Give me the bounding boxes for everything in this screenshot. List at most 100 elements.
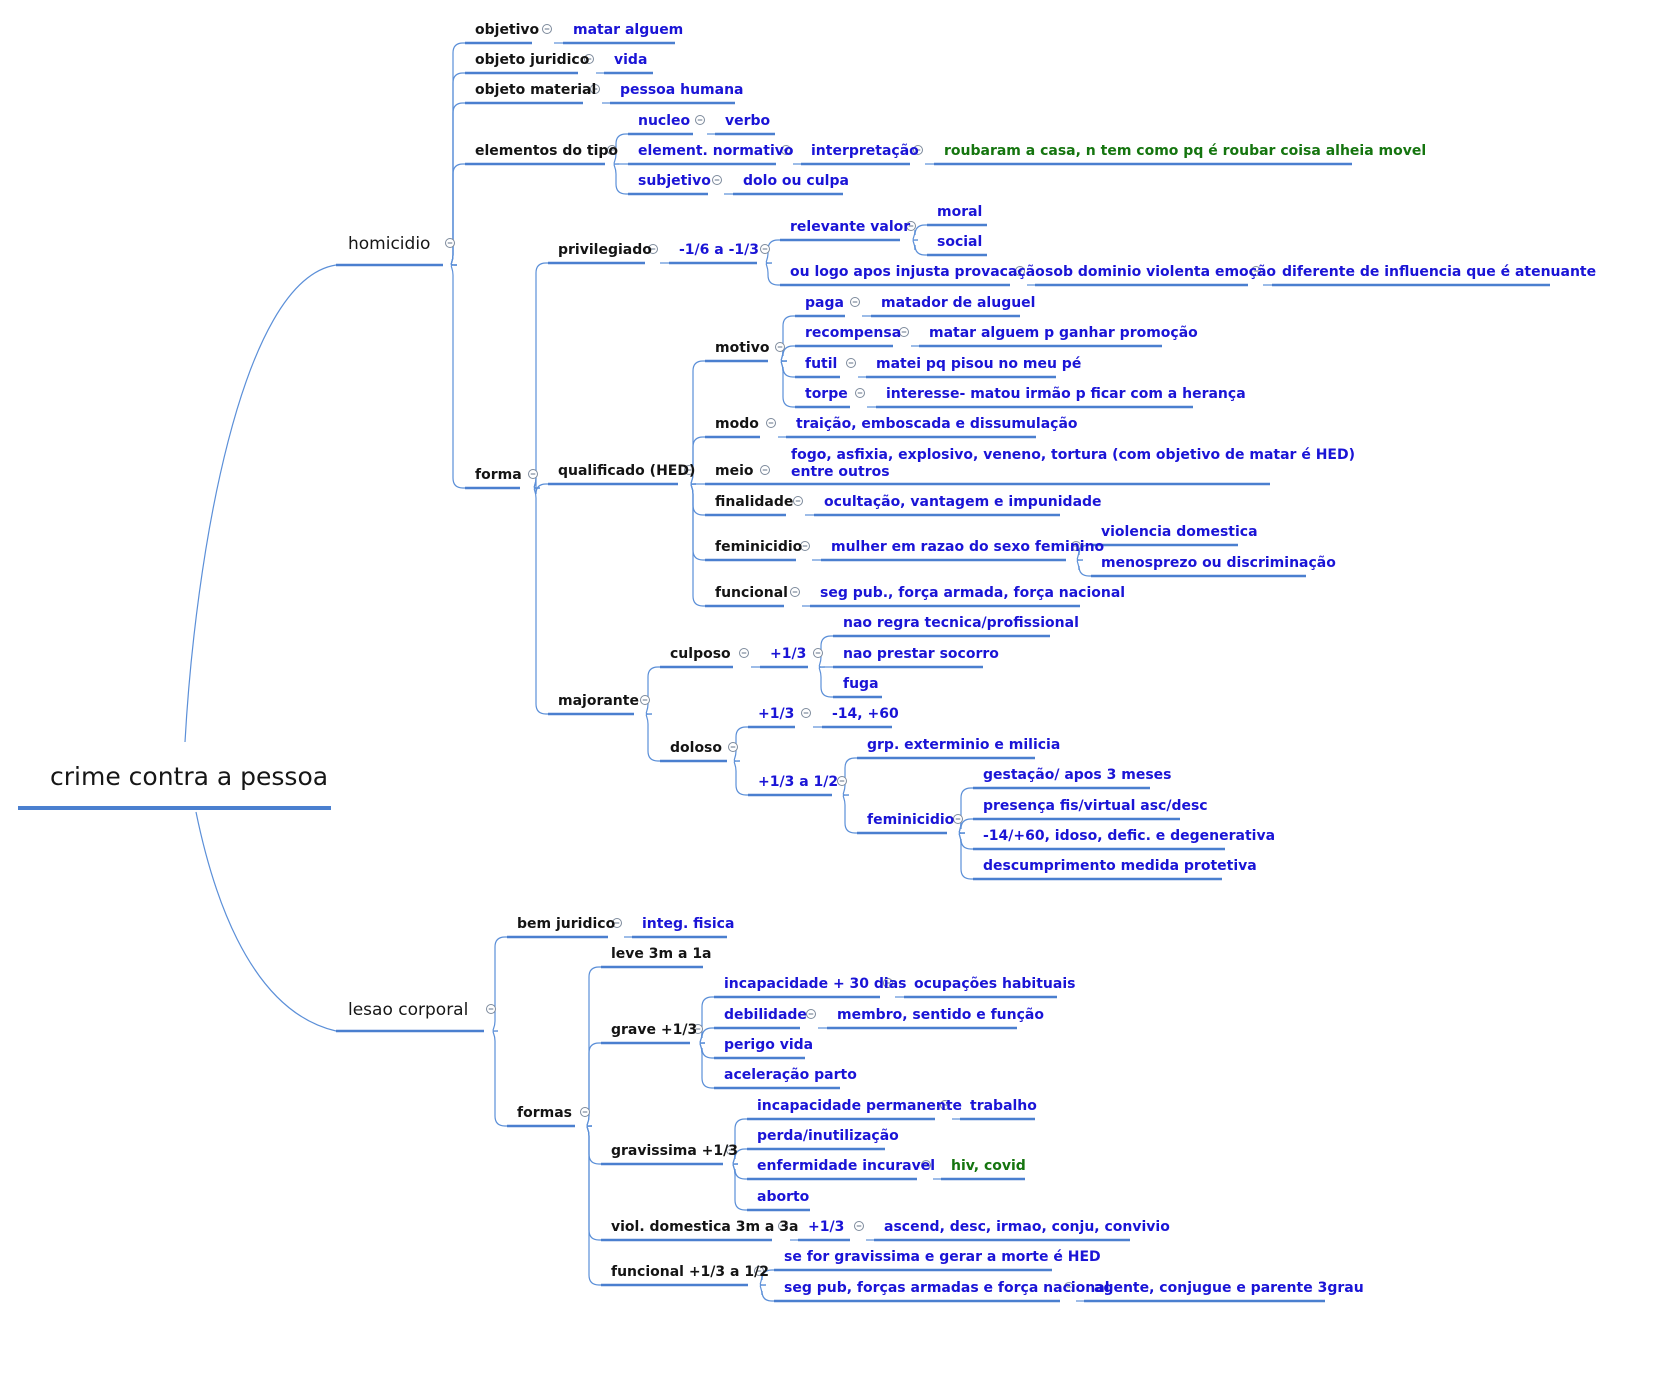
node-descumprimento[interactable]: descumprimento medida protetiva bbox=[983, 858, 1257, 874]
node-doloso-mais2[interactable]: +1/3 a 1/2 bbox=[758, 774, 838, 790]
collapse-toggle-icon[interactable] bbox=[899, 327, 909, 337]
node-matar-promocao[interactable]: matar alguem p ganhar promoção bbox=[929, 325, 1198, 341]
node-moral[interactable]: moral bbox=[937, 204, 982, 220]
node-idade[interactable]: -14, +60 bbox=[832, 706, 899, 722]
node-modo[interactable]: modo bbox=[715, 416, 759, 432]
node-dolo-culpa[interactable]: dolo ou culpa bbox=[743, 173, 849, 189]
node-verbo[interactable]: verbo bbox=[725, 113, 771, 129]
node-lesao-corporal[interactable]: lesao corporal bbox=[348, 1000, 468, 1020]
node-elementos-tipo[interactable]: elementos do tipo bbox=[475, 143, 618, 159]
node-enfermidade[interactable]: enfermidade incuravel bbox=[757, 1158, 935, 1174]
node-motivo[interactable]: motivo bbox=[715, 340, 770, 356]
collapse-toggle-icon[interactable] bbox=[953, 814, 963, 824]
node-vd-mais[interactable]: +1/3 bbox=[808, 1219, 844, 1235]
collapse-toggle-icon[interactable] bbox=[528, 469, 538, 479]
collapse-toggle-icon[interactable] bbox=[486, 1004, 496, 1014]
collapse-toggle-icon[interactable] bbox=[726, 1145, 736, 1155]
node-ou-logo-apos[interactable]: ou logo apos injusta provacação bbox=[790, 264, 1045, 280]
collapse-toggle-icon[interactable] bbox=[693, 1024, 703, 1034]
node-interpretacao[interactable]: interpretação bbox=[811, 143, 919, 159]
node-ocupacoes[interactable]: ocupações habituais bbox=[914, 976, 1075, 992]
collapse-toggle-icon[interactable] bbox=[793, 496, 803, 506]
node-pessoa-humana[interactable]: pessoa humana bbox=[620, 82, 744, 98]
collapse-toggles[interactable] bbox=[445, 24, 1261, 1292]
collapse-toggle-icon[interactable] bbox=[775, 342, 785, 352]
collapse-toggle-icon[interactable] bbox=[607, 145, 617, 155]
node-culposo-mais[interactable]: +1/3 bbox=[770, 646, 806, 662]
collapse-toggle-icon[interactable] bbox=[801, 708, 811, 718]
node-doloso-mais[interactable]: +1/3 bbox=[758, 706, 794, 722]
node-trabalho[interactable]: trabalho bbox=[970, 1098, 1037, 1114]
node-privilegiado[interactable]: privilegiado bbox=[558, 242, 652, 258]
node-interesse[interactable]: interesse- matou irmão p ficar com a her… bbox=[886, 386, 1246, 402]
node-culposo[interactable]: culposo bbox=[670, 646, 731, 662]
node-objeto-material[interactable]: objeto material bbox=[475, 82, 596, 98]
collapse-toggle-icon[interactable] bbox=[590, 84, 600, 94]
node-futil[interactable]: futil bbox=[805, 356, 837, 372]
collapse-toggle-icon[interactable] bbox=[1071, 541, 1081, 551]
collapse-toggle-icon[interactable] bbox=[813, 648, 823, 658]
node-doloso[interactable]: doloso bbox=[670, 740, 722, 756]
node-gestacao[interactable]: gestação/ apos 3 meses bbox=[983, 767, 1172, 783]
node-aceleracao[interactable]: aceleração parto bbox=[724, 1067, 857, 1083]
collapse-toggle-icon[interactable] bbox=[612, 918, 622, 928]
node-nao-prestar[interactable]: nao prestar socorro bbox=[843, 646, 999, 662]
collapse-toggle-icon[interactable] bbox=[712, 175, 722, 185]
collapse-toggle-icon[interactable] bbox=[580, 1107, 590, 1117]
collapse-toggle-icon[interactable] bbox=[883, 978, 893, 988]
collapse-toggle-icon[interactable] bbox=[850, 297, 860, 307]
collapse-toggle-icon[interactable] bbox=[760, 244, 770, 254]
node-leve[interactable]: leve 3m a 1a bbox=[611, 946, 712, 962]
collapse-toggle-icon[interactable] bbox=[1064, 1282, 1074, 1292]
node-diferente-influencia[interactable]: diferente de influencia que é atenuante bbox=[1282, 264, 1596, 280]
collapse-toggle-icon[interactable] bbox=[906, 221, 916, 231]
node-priv-fracao[interactable]: -1/6 a -1/3 bbox=[679, 242, 759, 258]
node-funcional[interactable]: funcional bbox=[715, 585, 788, 601]
node-menor14[interactable]: -14/+60, idoso, defic. e degenerativa bbox=[983, 828, 1275, 844]
node-meio-text-line2[interactable]: entre outros bbox=[791, 464, 890, 480]
collapse-toggle-icon[interactable] bbox=[800, 541, 810, 551]
node-integ-fisica[interactable]: integ. fisica bbox=[642, 916, 734, 932]
node-menosprezo[interactable]: menosprezo ou discriminação bbox=[1101, 555, 1336, 571]
node-meio-text-line1[interactable]: fogo, asfixia, explosivo, veneno, tortur… bbox=[791, 447, 1355, 463]
node-objeto-juridico[interactable]: objeto juridico bbox=[475, 52, 590, 68]
node-element-normativo[interactable]: element. normativo bbox=[638, 143, 794, 159]
node-perigo-vida[interactable]: perigo vida bbox=[724, 1037, 813, 1053]
node-presenca[interactable]: presença fis/virtual asc/desc bbox=[983, 798, 1208, 814]
collapse-toggle-icon[interactable] bbox=[695, 115, 705, 125]
collapse-toggle-icon[interactable] bbox=[854, 1221, 864, 1231]
node-incapacidade30[interactable]: incapacidade + 30 dias bbox=[724, 976, 907, 992]
collapse-toggle-icon[interactable] bbox=[855, 388, 865, 398]
node-relevante-valor[interactable]: relevante valor bbox=[790, 219, 910, 235]
collapse-toggle-icon[interactable] bbox=[921, 1160, 931, 1170]
node-gravissima[interactable]: gravissima +1/3 bbox=[611, 1143, 738, 1159]
node-recompensa[interactable]: recompensa bbox=[805, 325, 901, 341]
node-seg-pub[interactable]: seg pub., força armada, força nacional bbox=[820, 585, 1125, 601]
node-mulher-razao[interactable]: mulher em razao do sexo feminino bbox=[831, 539, 1105, 555]
collapse-toggle-icon[interactable] bbox=[778, 1221, 788, 1231]
collapse-toggle-icon[interactable] bbox=[781, 145, 791, 155]
node-bem-juridico[interactable]: bem juridico bbox=[517, 916, 616, 932]
node-formas[interactable]: formas bbox=[517, 1105, 572, 1121]
collapse-toggle-icon[interactable] bbox=[684, 465, 694, 475]
node-subjetivo[interactable]: subjetivo bbox=[638, 173, 711, 189]
node-nao-regra[interactable]: nao regra tecnica/profissional bbox=[843, 615, 1079, 631]
collapse-toggle-icon[interactable] bbox=[760, 465, 770, 475]
node-majorante[interactable]: majorante bbox=[558, 693, 639, 709]
node-funcional-lc[interactable]: funcional +1/3 a 1/2 bbox=[611, 1264, 769, 1280]
node-forma[interactable]: forma bbox=[475, 467, 522, 483]
collapse-toggle-icon[interactable] bbox=[739, 648, 749, 658]
node-hiv[interactable]: hiv, covid bbox=[951, 1158, 1026, 1174]
node-fuga[interactable]: fuga bbox=[843, 676, 879, 692]
node-feminicidio[interactable]: feminicidio bbox=[715, 539, 803, 555]
node-violencia-domestica[interactable]: violencia domestica bbox=[1101, 524, 1258, 540]
node-torpe[interactable]: torpe bbox=[805, 386, 848, 402]
collapse-toggle-icon[interactable] bbox=[648, 244, 658, 254]
node-traicao[interactable]: traição, emboscada e dissumulação bbox=[796, 416, 1078, 432]
node-agente[interactable]: agente, conjugue e parente 3grau bbox=[1094, 1280, 1364, 1296]
node-finalidade[interactable]: finalidade bbox=[715, 494, 793, 510]
collapse-toggle-icon[interactable] bbox=[754, 1266, 764, 1276]
node-vida[interactable]: vida bbox=[614, 52, 647, 68]
node-qualificado[interactable]: qualificado (HED) bbox=[558, 463, 695, 479]
collapse-toggle-icon[interactable] bbox=[790, 587, 800, 597]
